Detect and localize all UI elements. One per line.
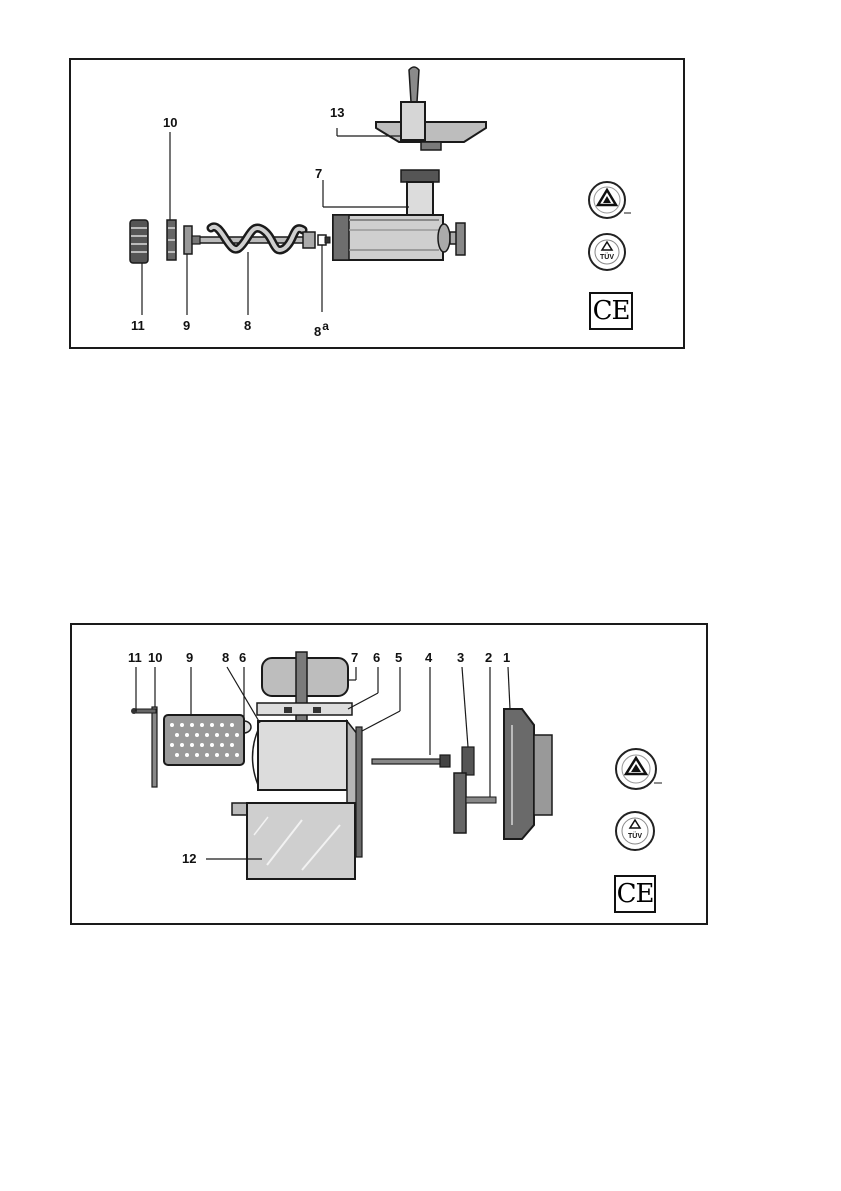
part-label-8: 8 <box>244 319 251 333</box>
part-label-4: 4 <box>425 651 432 665</box>
part-label-8a-number: 8 <box>314 324 321 339</box>
grater-drawing <box>72 625 706 923</box>
drive-spindle <box>372 755 450 767</box>
part-label-10: 10 <box>148 651 162 665</box>
part-label-8a: 8a <box>314 319 329 339</box>
side-plate <box>356 727 362 857</box>
meat-mincer-diagram: 13 10 7 11 9 8 8a TÜV CE <box>69 58 685 349</box>
part-label-5: 5 <box>395 651 402 665</box>
part-label-13: 13 <box>330 106 344 120</box>
mincer-knife <box>184 226 200 254</box>
part-label-12: 12 <box>182 852 196 866</box>
screw-ring <box>130 220 148 263</box>
drive-gear <box>462 747 474 775</box>
part-label-8: 8 <box>222 651 229 665</box>
part-label-10: 10 <box>163 116 177 130</box>
grating-drum <box>164 715 244 765</box>
safety-approval-icon <box>612 747 664 791</box>
part-label-11: 11 <box>128 651 142 665</box>
ce-mark: CE <box>614 875 656 913</box>
part-label-7: 7 <box>351 651 358 665</box>
perforated-disc <box>167 220 176 260</box>
tuv-mark-text: TÜV <box>600 252 614 261</box>
tuv-certification-icon: TÜV <box>613 809 657 853</box>
part-label-2: 2 <box>485 651 492 665</box>
part-label-9: 9 <box>183 319 190 333</box>
drive-base <box>504 709 552 839</box>
collecting-tray <box>232 803 355 879</box>
food-pusher <box>401 67 425 140</box>
tuv-mark-text: TÜV <box>628 831 642 840</box>
part-label-6-right: 6 <box>373 651 380 665</box>
part-label-11: 11 <box>131 319 145 333</box>
ce-mark: CE <box>589 292 633 330</box>
drum-shaft <box>131 707 157 787</box>
part-label-8a-superscript: a <box>322 319 329 333</box>
part-label-7: 7 <box>315 167 322 181</box>
grater-attachment-diagram: 11 10 9 8 6 7 6 5 4 3 2 1 12 TÜV CE <box>70 623 708 925</box>
part-label-6-left: 6 <box>239 651 246 665</box>
screw-bush-8a <box>318 235 330 245</box>
part-label-9: 9 <box>186 651 193 665</box>
tuv-certification-icon: TÜV <box>586 231 630 273</box>
mincer-housing <box>333 170 465 260</box>
mincing-screw <box>196 227 315 250</box>
safety-approval-icon <box>585 180 633 220</box>
part-label-3: 3 <box>457 651 464 665</box>
part-label-1: 1 <box>503 651 510 665</box>
